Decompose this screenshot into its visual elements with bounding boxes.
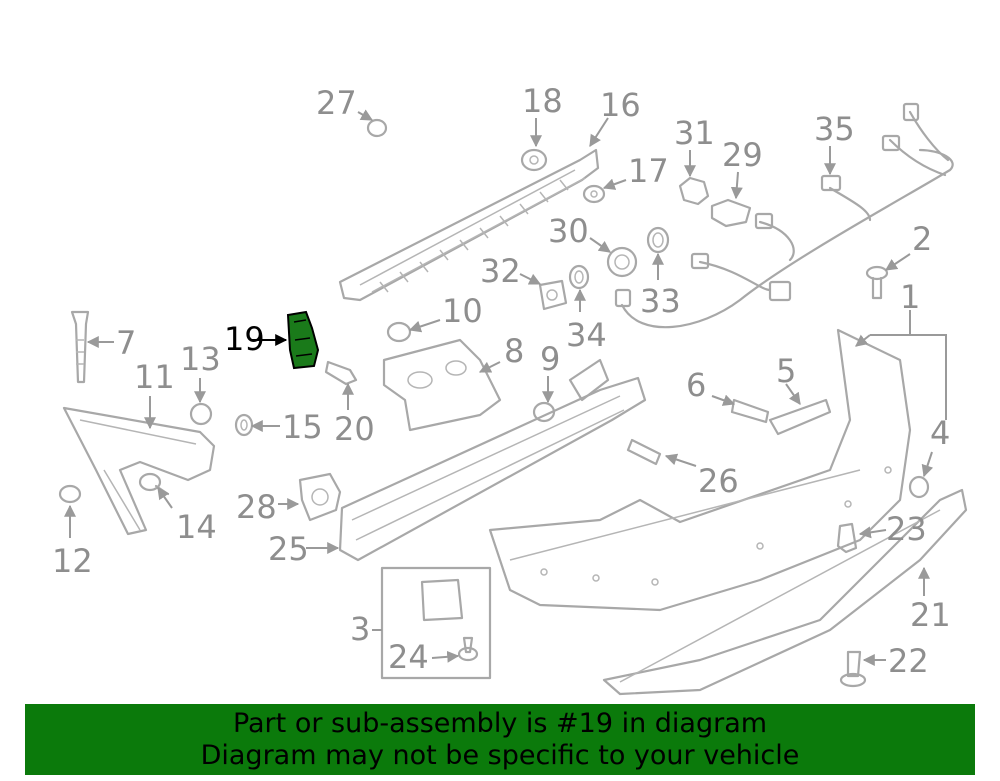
part-25-impact-bar — [338, 358, 647, 562]
part-22-bolt — [839, 650, 867, 688]
label-2: 2 — [912, 220, 932, 258]
part-12-clip — [58, 484, 82, 504]
part-29-sensor — [710, 198, 752, 228]
label-12: 12 — [52, 542, 93, 580]
part-34-ring — [568, 264, 590, 290]
label-3: 3 — [350, 610, 370, 648]
part-27-nut — [366, 118, 388, 138]
part-19-bracket-highlighted[interactable] — [286, 310, 320, 370]
label-9: 9 — [540, 340, 560, 378]
info-banner: Part or sub-assembly is #19 in diagram D… — [25, 704, 975, 775]
banner-line-1: Part or sub-assembly is #19 in diagram — [232, 707, 768, 739]
part-16-upper-rail — [338, 148, 600, 302]
part-30-sensor-holder — [606, 246, 638, 278]
part-13-nut — [189, 402, 213, 426]
part-10-clip — [386, 321, 412, 343]
label-26: 26 — [698, 462, 739, 500]
label-21: 21 — [910, 596, 951, 634]
label-32: 32 — [480, 252, 521, 290]
label-11: 11 — [134, 358, 175, 396]
label-5: 5 — [776, 352, 796, 390]
label-14: 14 — [176, 508, 217, 546]
label-13: 13 — [180, 340, 221, 378]
part-1-bumper-cover — [488, 328, 912, 612]
part-33-ring — [646, 226, 670, 254]
part-14-bolt — [138, 472, 170, 496]
part-8-bracket — [382, 338, 502, 432]
label-33: 33 — [640, 282, 681, 320]
label-7: 7 — [116, 324, 136, 362]
label-30: 30 — [548, 212, 589, 250]
label-34: 34 — [566, 316, 607, 354]
label-25: 25 — [268, 530, 309, 568]
part-15-washer — [234, 413, 254, 437]
label-28: 28 — [236, 488, 277, 526]
label-15: 15 — [282, 408, 323, 446]
part-11-side-bracket — [62, 406, 216, 536]
label-16: 16 — [600, 86, 641, 124]
part-4-ring — [908, 475, 930, 499]
part-20-bolt — [324, 360, 358, 386]
part-labels: 1 2 3 4 5 6 7 8 9 10 11 12 13 14 15 16 1… — [52, 82, 951, 680]
part-18-clip — [520, 148, 548, 172]
part-6-bolt — [730, 398, 770, 424]
label-20: 20 — [334, 410, 375, 448]
banner-line-2: Diagram may not be specific to your vehi… — [200, 739, 800, 771]
label-18: 18 — [522, 82, 563, 120]
label-31: 31 — [674, 114, 715, 152]
label-22: 22 — [888, 642, 929, 680]
label-1: 1 — [900, 278, 920, 316]
part-35-wiring-harness — [614, 102, 954, 329]
part-17-clip — [582, 184, 606, 204]
leader-lines — [64, 109, 947, 666]
part-28-plate — [298, 472, 342, 522]
part-7-pin — [70, 310, 90, 384]
part-32-bracket — [538, 279, 568, 311]
label-8: 8 — [504, 332, 524, 370]
label-35: 35 — [814, 110, 855, 148]
label-10: 10 — [442, 292, 483, 330]
part-5-bracket — [768, 398, 832, 436]
label-27: 27 — [316, 84, 357, 122]
part-2-bolt — [865, 265, 889, 300]
label-6: 6 — [686, 366, 706, 404]
label-17: 17 — [628, 152, 669, 190]
label-29: 29 — [722, 136, 763, 174]
part-31-sensor — [678, 176, 710, 206]
part-23-clip — [836, 522, 858, 554]
part-21-diffuser — [602, 488, 968, 696]
label-23: 23 — [886, 510, 927, 548]
label-4: 4 — [930, 414, 950, 452]
part-26-bolt — [626, 438, 662, 466]
label-19: 19 — [224, 320, 265, 358]
label-24: 24 — [388, 638, 429, 676]
